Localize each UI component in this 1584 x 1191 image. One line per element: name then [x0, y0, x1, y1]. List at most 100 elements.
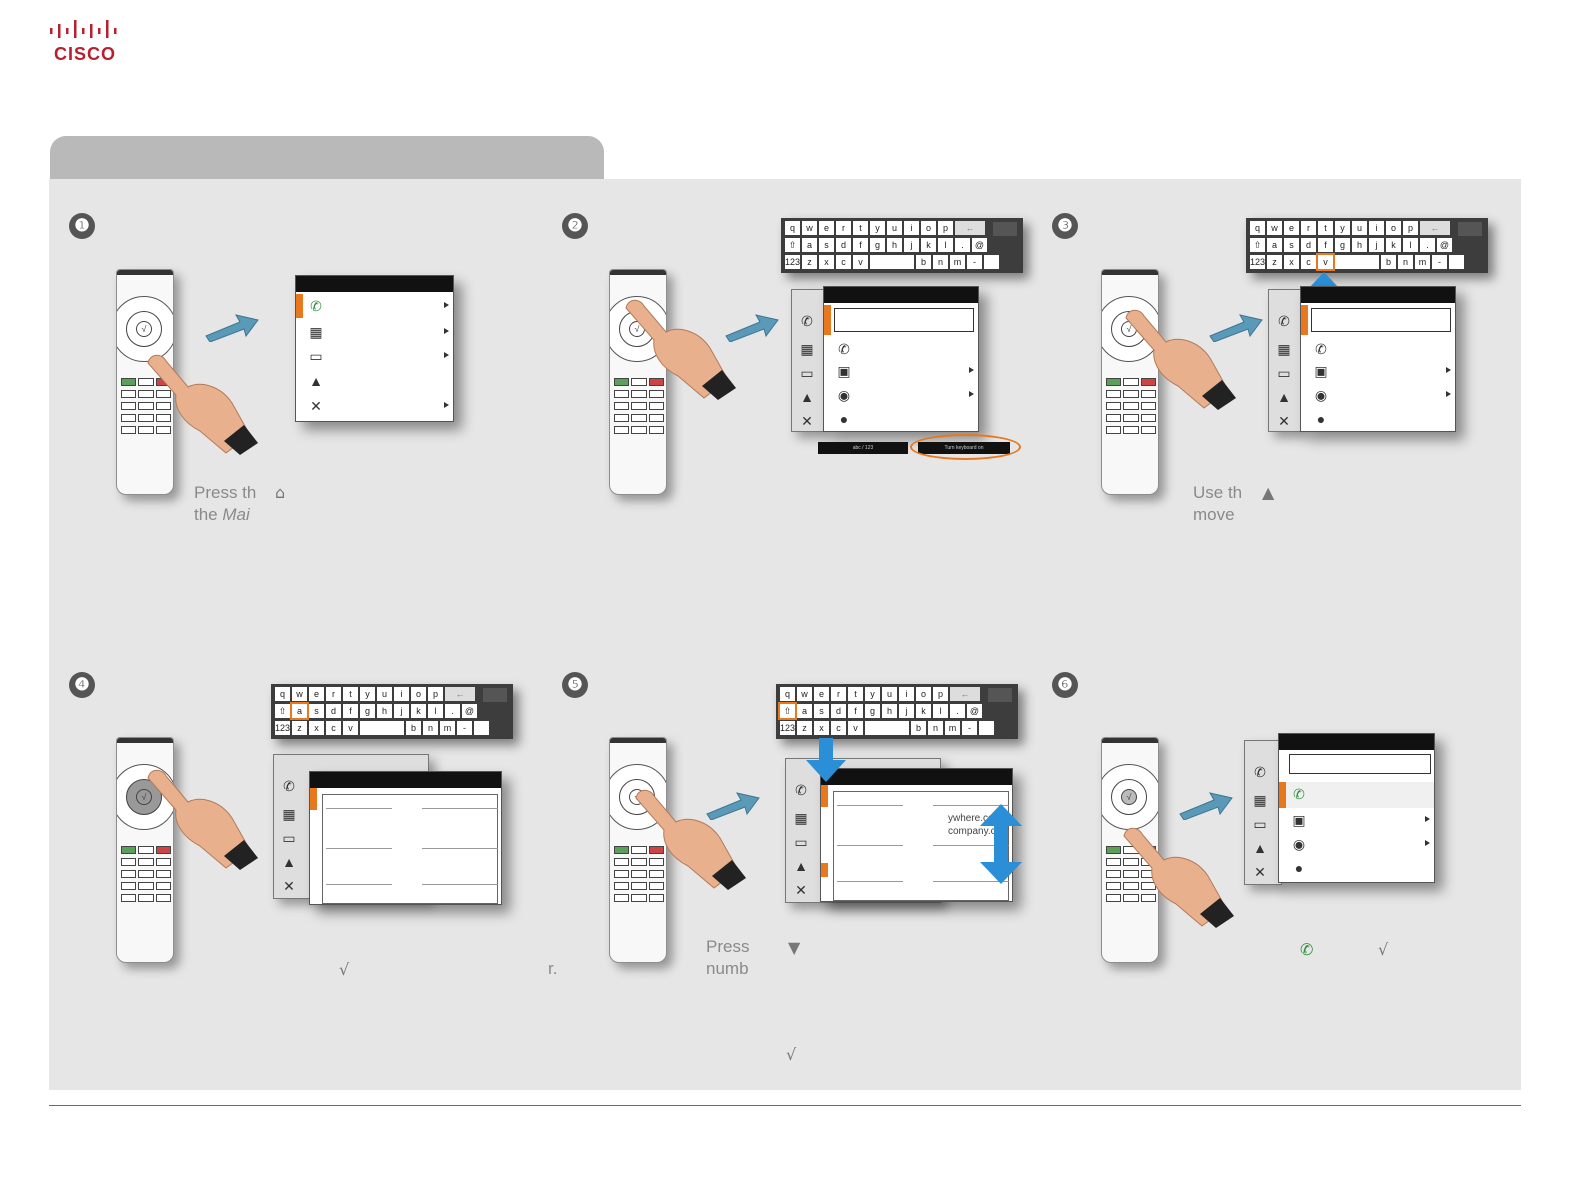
- keyboard-key[interactable]: 123: [1250, 255, 1266, 269]
- keyboard-key[interactable]: 123: [275, 721, 291, 735]
- keyboard-key[interactable]: @: [967, 704, 982, 718]
- keyboard-key[interactable]: k: [921, 238, 936, 252]
- keyboard-key[interactable]: e: [309, 687, 324, 701]
- keyboard-key[interactable]: x: [1284, 255, 1299, 269]
- keyboard-key[interactable]: q: [785, 221, 800, 235]
- keyboard-key[interactable]: m: [945, 721, 960, 735]
- keyboard-key[interactable]: b: [916, 255, 931, 269]
- keyboard-key[interactable]: a: [802, 238, 817, 252]
- keyboard-key[interactable]: -: [457, 721, 472, 735]
- keyboard-key[interactable]: ←: [950, 687, 980, 701]
- keyboard-key[interactable]: j: [899, 704, 914, 718]
- menu-item-settings[interactable]: ✕: [296, 394, 453, 418]
- keyboard-key[interactable]: c: [836, 255, 851, 269]
- keyboard-key[interactable]: [1335, 255, 1379, 269]
- keyboard-key[interactable]: o: [916, 687, 931, 701]
- keyboard-key[interactable]: x: [309, 721, 324, 735]
- menu-item-meetings[interactable]: ▦: [296, 320, 453, 344]
- results-list[interactable]: [322, 794, 498, 904]
- keyboard-key[interactable]: ⇧: [1250, 238, 1265, 252]
- keyboard-key[interactable]: n: [423, 721, 438, 735]
- menu-item-directory[interactable]: ▣: [1301, 359, 1455, 383]
- keyboard-key[interactable]: y: [865, 687, 880, 701]
- keyboard-key[interactable]: e: [819, 221, 834, 235]
- keyboard-key[interactable]: c: [1301, 255, 1316, 269]
- keyboard-key[interactable]: s: [814, 704, 829, 718]
- keyboard-key[interactable]: .: [1420, 238, 1435, 252]
- keyboard-key[interactable]: e: [1284, 221, 1299, 235]
- keyboard-key[interactable]: k: [916, 704, 931, 718]
- search-input[interactable]: [834, 308, 974, 332]
- keyboard-key[interactable]: -: [962, 721, 977, 735]
- keyboard-key[interactable]: a: [797, 704, 812, 718]
- keyboard-key[interactable]: u: [377, 687, 392, 701]
- keyboard-key[interactable]: l: [933, 704, 948, 718]
- keyboard-key[interactable]: [865, 721, 909, 735]
- keyboard-key[interactable]: v: [1316, 253, 1335, 271]
- menu-item-presentation[interactable]: ▭: [296, 344, 453, 368]
- keyboard-key[interactable]: p: [1403, 221, 1418, 235]
- keyboard-key[interactable]: r: [836, 221, 851, 235]
- keyboard-key[interactable]: n: [928, 721, 943, 735]
- keyboard-key[interactable]: a: [1267, 238, 1282, 252]
- keyboard-key[interactable]: [474, 721, 489, 735]
- keyboard-key[interactable]: w: [797, 687, 812, 701]
- menu-item-favorites[interactable]: ◉: [1279, 832, 1434, 856]
- search-input[interactable]: [1289, 754, 1431, 774]
- menu-item-recent[interactable]: ✆: [824, 337, 978, 361]
- keyboard-key[interactable]: a: [290, 702, 309, 720]
- keyboard-key[interactable]: f: [343, 704, 358, 718]
- keyboard-key[interactable]: 123: [780, 721, 796, 735]
- keyboard-key[interactable]: k: [1386, 238, 1401, 252]
- keyboard-key[interactable]: @: [1437, 238, 1452, 252]
- keyboard-key[interactable]: o: [1386, 221, 1401, 235]
- keyboard-key[interactable]: s: [309, 704, 324, 718]
- keyboard-key[interactable]: x: [819, 255, 834, 269]
- keyboard-key[interactable]: w: [1267, 221, 1282, 235]
- keyboard-key[interactable]: h: [882, 704, 897, 718]
- keyboard-key[interactable]: i: [394, 687, 409, 701]
- keyboard-key[interactable]: p: [933, 687, 948, 701]
- keyboard-key[interactable]: z: [1267, 255, 1282, 269]
- keyboard-key[interactable]: m: [950, 255, 965, 269]
- menu-item-favorites[interactable]: ◉: [1301, 383, 1455, 407]
- keyboard-key[interactable]: v: [853, 255, 868, 269]
- keyboard-key[interactable]: .: [445, 704, 460, 718]
- keyboard-key[interactable]: y: [870, 221, 885, 235]
- keyboard-key[interactable]: u: [1352, 221, 1367, 235]
- keyboard-key[interactable]: u: [882, 687, 897, 701]
- keyboard-key[interactable]: p: [938, 221, 953, 235]
- keyboard-key[interactable]: z: [797, 721, 812, 735]
- keyboard-key[interactable]: j: [1369, 238, 1384, 252]
- keyboard-key[interactable]: -: [967, 255, 982, 269]
- search-field-row[interactable]: [1301, 305, 1455, 335]
- menu-item-directory[interactable]: ▣: [1279, 808, 1434, 832]
- menu-item-recent[interactable]: ✆: [1301, 337, 1455, 361]
- keyboard-key[interactable]: ⇧: [785, 238, 800, 252]
- keyboard-key[interactable]: g: [865, 704, 880, 718]
- results-list[interactable]: [833, 791, 1009, 901]
- keyboard-key[interactable]: u: [887, 221, 902, 235]
- keyboard-key[interactable]: @: [972, 238, 987, 252]
- keyboard-key[interactable]: i: [904, 221, 919, 235]
- keyboard-key[interactable]: o: [921, 221, 936, 235]
- keyboard-key[interactable]: q: [780, 687, 795, 701]
- keyboard-key[interactable]: s: [1284, 238, 1299, 252]
- keyboard-key[interactable]: y: [1335, 221, 1350, 235]
- keyboard-key[interactable]: d: [831, 704, 846, 718]
- keyboard-key[interactable]: k: [411, 704, 426, 718]
- menu-item-camera[interactable]: ▲: [296, 369, 453, 393]
- keyboard-key[interactable]: q: [275, 687, 290, 701]
- keyboard-key[interactable]: c: [326, 721, 341, 735]
- keyboard-key[interactable]: ←: [1420, 221, 1450, 235]
- menu-item-person[interactable]: ●: [824, 407, 978, 431]
- keyboard-key[interactable]: h: [887, 238, 902, 252]
- keyboard-key[interactable]: j: [394, 704, 409, 718]
- keyboard-key[interactable]: 123: [785, 255, 801, 269]
- keyboard-key[interactable]: l: [1403, 238, 1418, 252]
- keyboard-key[interactable]: ⇧: [275, 704, 290, 718]
- keyboard-key[interactable]: s: [819, 238, 834, 252]
- keyboard-key[interactable]: h: [377, 704, 392, 718]
- search-input[interactable]: [1311, 308, 1451, 332]
- keyboard-key[interactable]: ←: [445, 687, 475, 701]
